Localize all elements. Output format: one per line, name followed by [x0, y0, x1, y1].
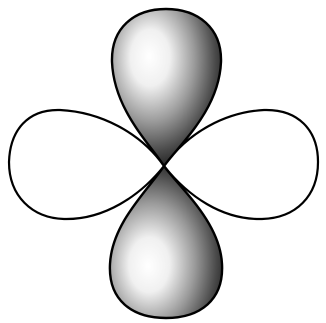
orbital-diagram — [0, 0, 326, 323]
